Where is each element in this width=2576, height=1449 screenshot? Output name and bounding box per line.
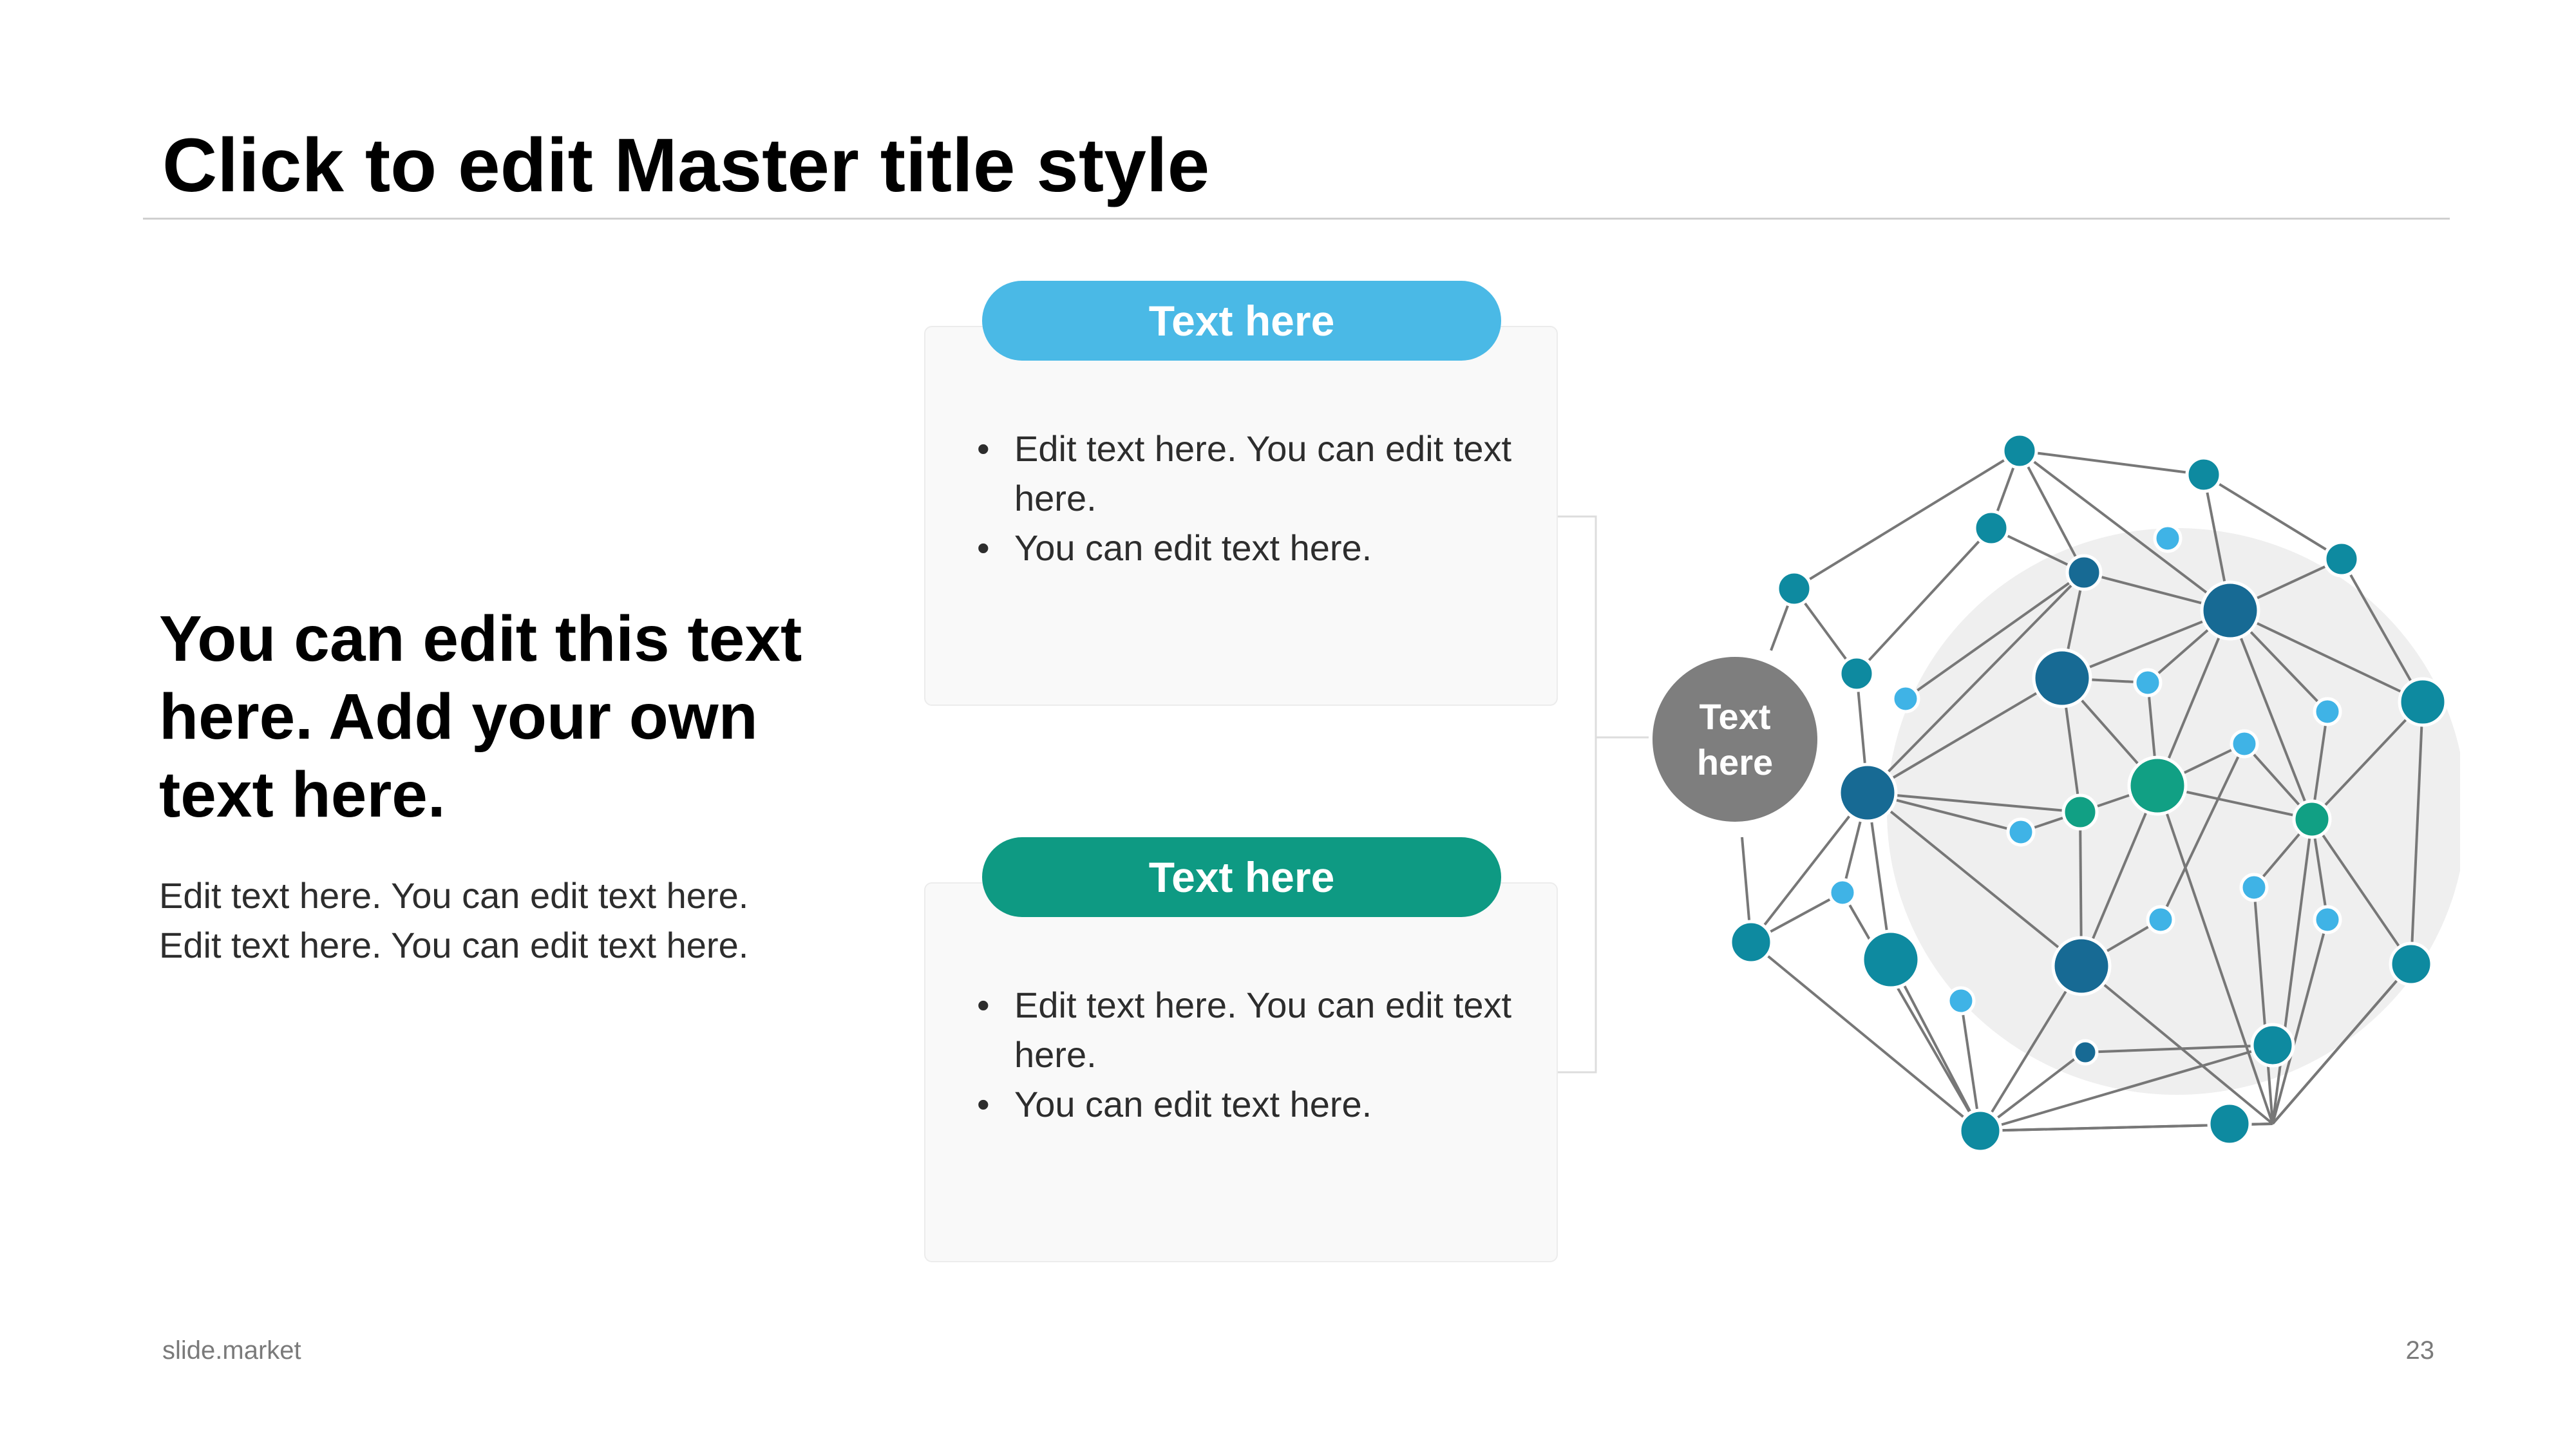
network-node: [2389, 942, 2434, 987]
network-node: [1776, 570, 1813, 607]
bullet-list-2: Edit text here. You can edit text here. …: [977, 980, 1518, 1129]
network-node: [2398, 677, 2448, 727]
network-node: [2072, 1039, 2099, 1066]
network-node: [1958, 1108, 2003, 1153]
network-node: [2200, 580, 2260, 641]
network-node: [2185, 456, 2222, 493]
network-node: [1828, 878, 1857, 907]
network-node: [2239, 873, 2269, 902]
lead-heading: You can edit this text here. Add your ow…: [159, 603, 802, 831]
network-node: [2051, 936, 2112, 996]
network-node: [1891, 684, 1920, 714]
network-node: [2323, 540, 2360, 578]
bullet-item: You can edit text here.: [977, 1079, 1518, 1129]
network-diagram: [1728, 432, 2460, 1153]
slide-title: Click to edit Master title style: [162, 123, 1210, 208]
network-node: [2065, 554, 2103, 591]
bullet-list-1: Edit text here. You can edit text here. …: [977, 424, 1518, 573]
card-1-header: Text here: [982, 281, 1501, 361]
info-card-2: Edit text here. You can edit text here. …: [924, 882, 1558, 1262]
network-node: [2133, 668, 2163, 697]
body-paragraph: Edit text here. You can edit text here. …: [159, 875, 749, 965]
network-nodes: [1728, 432, 2448, 1153]
network-node: [2061, 793, 2099, 831]
network-node: [2292, 799, 2332, 839]
network-node: [2250, 1023, 2295, 1068]
network-node: [1728, 920, 1774, 965]
network-node: [1861, 929, 1921, 990]
network-node: [2153, 524, 2183, 553]
network-node: [1946, 986, 1976, 1016]
bullet-item: Edit text here. You can edit text here.: [977, 424, 1518, 523]
network-node: [2032, 648, 2092, 708]
network-node: [2230, 729, 2259, 759]
page-number: 23: [2405, 1336, 2435, 1365]
network-node: [2127, 755, 2188, 816]
network-node: [1973, 509, 2010, 547]
network-node: [1837, 762, 1898, 823]
network-node: [2207, 1101, 2252, 1146]
network-node: [2313, 697, 2342, 726]
info-card-1: Edit text here. You can edit text here. …: [924, 326, 1558, 706]
footer-brand: slide.market: [162, 1336, 301, 1365]
network-center-label: Text here: [1649, 653, 1821, 826]
network-node: [2006, 817, 2036, 847]
bullet-item: Edit text here. You can edit text here.: [977, 980, 1518, 1079]
network-node: [2001, 432, 2038, 469]
network-node: [1838, 655, 1875, 692]
network-backdrop: [1887, 528, 2460, 1095]
title-divider: [143, 218, 2450, 220]
network-node: [2146, 905, 2175, 934]
network-node: [2313, 905, 2342, 934]
connector-bracket: [1558, 515, 1597, 1074]
bullet-item: You can edit text here.: [977, 523, 1518, 573]
card-2-header: Text here: [982, 837, 1501, 917]
